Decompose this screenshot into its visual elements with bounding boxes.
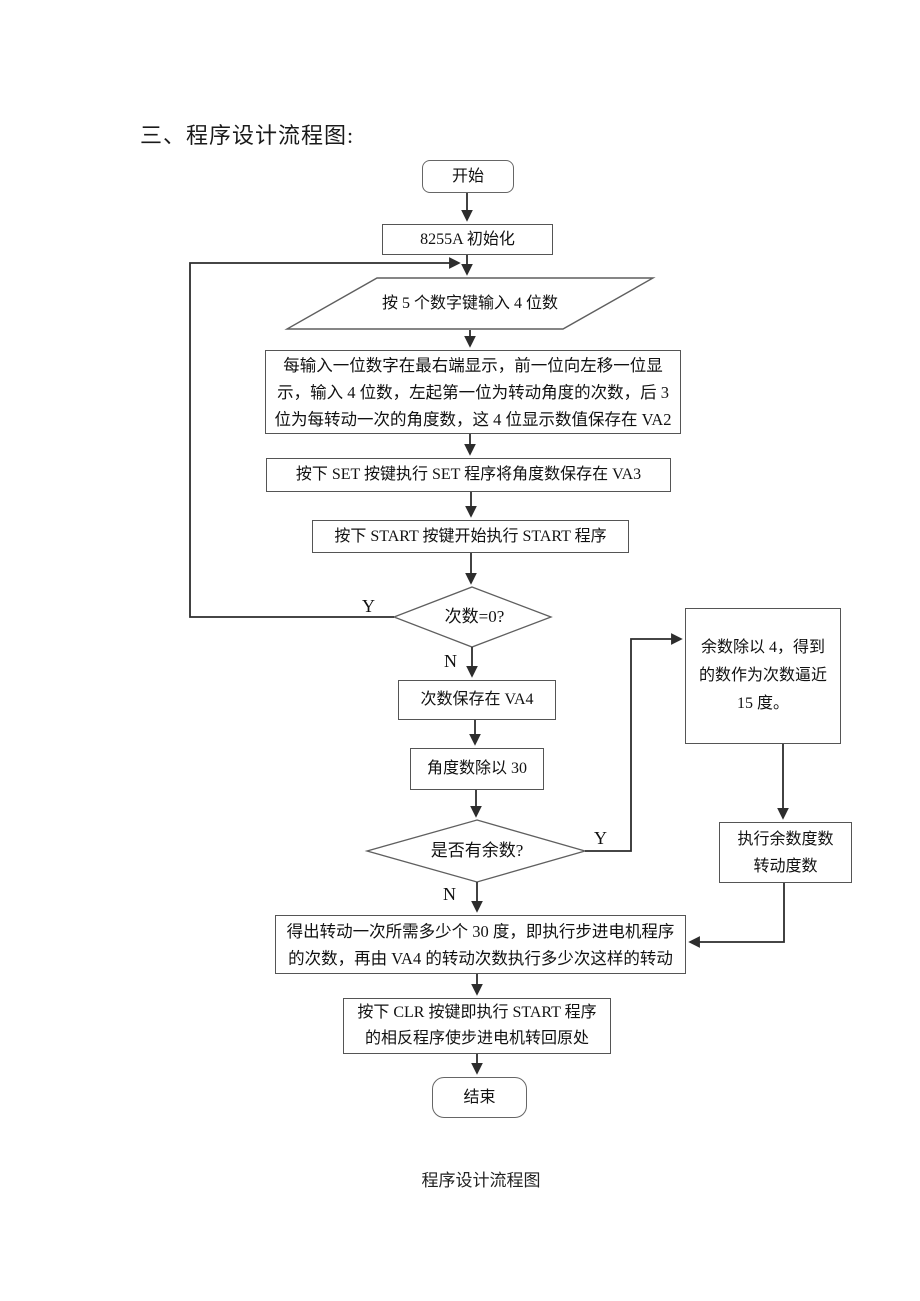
node-display-rule: 每输入一位数字在最右端显示，前一位向左移一位显 示，输入 4 位数，左起第一位为… [265, 350, 681, 434]
display-line-1: 每输入一位数字在最右端显示，前一位向左移一位显 [283, 355, 663, 375]
io-parallelogram [284, 277, 656, 330]
figure-caption: 程序设计流程图 [421, 1171, 541, 1190]
node-divide-30: 角度数除以 30 [410, 748, 544, 790]
remdiv4-line-3: 15 度。 [736, 695, 789, 712]
section-title: 三、程序设计流程图: [140, 123, 355, 148]
decision-count-zero-label: 次数=0? [444, 607, 505, 626]
edge-loop-back [189, 257, 461, 618]
exec-line-1: 执行余数度数 [737, 830, 834, 848]
node-start: 开始 [422, 160, 514, 193]
node-set-save: 按下 SET 按键执行 SET 程序将角度数保存在 VA3 [266, 458, 671, 492]
node-clr-reverse: 按下 CLR 按键即执行 START 程序 的相反程序使步进电机转回原处 [343, 998, 611, 1054]
node-init-label: 8255A 初始化 [420, 230, 515, 248]
node-input-digits: 按 5 个数字键输入 4 位数 [330, 283, 610, 325]
node-divide-30-label: 角度数除以 30 [426, 760, 527, 777]
node-save-va4-label: 次数保存在 VA4 [420, 691, 534, 708]
label-count-yes: Y [362, 596, 375, 616]
node-exec-remainder: 执行余数度数 转动度数 [719, 822, 852, 883]
clr-line-1: 按下 CLR 按键即执行 START 程序 [357, 1004, 597, 1021]
node-end: 结束 [432, 1077, 527, 1118]
remdiv4-line-2: 的数作为次数逼近 [698, 667, 827, 684]
label-count-no: N [444, 651, 457, 671]
node-save-va4: 次数保存在 VA4 [398, 680, 556, 720]
result-line-2: 的次数，再由 VA4 的转动次数执行多少次这样的转动 [288, 948, 673, 968]
decision-has-remainder-label: 是否有余数? [430, 841, 524, 860]
node-input-label: 按 5 个数字键输入 4 位数 [381, 295, 558, 312]
exec-line-2: 转动度数 [753, 857, 818, 875]
remdiv4-line-1: 余数除以 4，得到 [700, 639, 825, 656]
node-set-label: 按下 SET 按键执行 SET 程序将角度数保存在 VA3 [295, 466, 642, 483]
decision-has-remainder: 是否有余数? [387, 834, 567, 868]
node-start-program: 按下 START 按键开始执行 START 程序 [312, 520, 629, 553]
node-start-program-label: 按下 START 按键开始执行 START 程序 [334, 527, 607, 545]
node-result-rotation: 得出转动一次所需多少个 30 度，即执行步进电机程序 的次数，再由 VA4 的转… [275, 915, 686, 974]
node-init-8255a: 8255A 初始化 [382, 224, 553, 255]
display-line-3: 位为每转动一次的角度数，这 4 位显示数值保存在 VA2 [274, 409, 672, 429]
edge-decision2-remdiv4 [585, 633, 683, 852]
decision-count-zero: 次数=0? [402, 600, 547, 634]
display-line-2: 示，输入 4 位数，左起第一位为转动角度的次数，后 3 [277, 382, 669, 402]
result-line-1: 得出转动一次所需多少个 30 度，即执行步进电机程序 [286, 921, 675, 941]
node-remainder-div4: 余数除以 4，得到 的数作为次数逼近 15 度。 [685, 608, 841, 744]
label-remainder-yes: Y [594, 828, 607, 848]
label-remainder-no: N [443, 884, 456, 904]
node-start-label: 开始 [451, 167, 484, 185]
node-end-label: 结束 [463, 1088, 496, 1106]
edge-exec-result [688, 882, 785, 948]
clr-line-2: 的相反程序使步进电机转回原处 [364, 1030, 589, 1047]
